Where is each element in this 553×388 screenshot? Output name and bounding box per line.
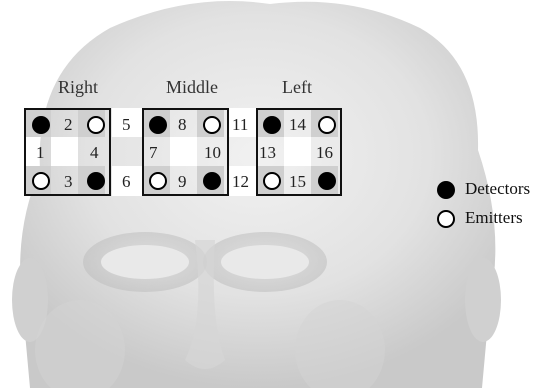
detector-icon [32,116,50,134]
detector-icon [318,172,336,190]
region-label-right: Right [57,77,99,97]
channel-label: 15 [289,172,306,191]
channel-label: 3 [64,172,73,191]
channel-label: 9 [178,172,187,191]
channel-label: 1 [36,143,45,162]
emitter-icon [149,172,167,190]
channel-label: 11 [232,115,249,134]
channel-label: 13 [259,143,276,162]
detector-icon [203,172,221,190]
region-label-middle: Middle [166,77,218,97]
channel-label: 6 [122,172,131,191]
left-ear [465,258,501,342]
legend-emitters-label: Emitters [465,208,523,227]
right-eye [101,245,189,279]
channel-label: 5 [122,115,131,134]
detector-icon [263,116,281,134]
channel-label: 12 [232,172,249,191]
emitter-icon [203,116,221,134]
legend-detectors-label: Detectors [465,179,531,198]
channel-label: 10 [204,143,221,162]
emitter-legend-icon [437,210,455,228]
detector-icon [87,172,105,190]
channel-label: 16 [316,143,333,162]
region-label-left: Left [282,77,312,97]
left-eye [221,245,309,279]
channel-label: 4 [90,143,99,162]
emitter-icon [87,116,105,134]
probe-box-left [256,108,342,196]
channel-label: 14 [289,115,306,134]
detector-icon [149,116,167,134]
emitter-icon [32,172,50,190]
emitter-icon [263,172,281,190]
probe-box-middle [142,108,229,196]
nose [185,240,225,369]
channel-label: 2 [64,115,73,134]
channel-label: 7 [149,143,158,162]
probe-box-right [24,108,111,196]
emitter-icon [318,116,336,134]
detector-legend-icon [437,181,455,199]
right-ear [12,258,48,342]
channel-label: 8 [178,115,187,134]
